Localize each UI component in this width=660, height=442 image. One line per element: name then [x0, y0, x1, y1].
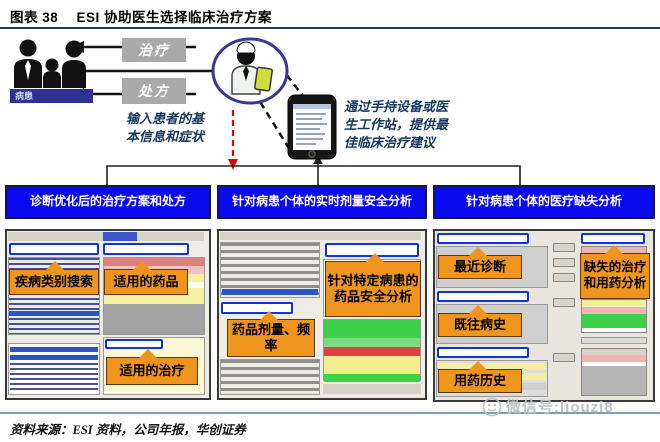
panel-treatment-plan: 诊断优化后的治疗方案和处方	[5, 185, 211, 400]
drug-order-table	[220, 242, 320, 298]
panel1-header: 诊断优化后的治疗方案和处方	[5, 185, 211, 219]
callout-medication-history: 用药历史	[438, 361, 522, 393]
wechat-icon	[482, 397, 502, 416]
dose-field	[221, 302, 293, 314]
recent-dx-header	[437, 233, 529, 244]
allergy-box	[581, 348, 647, 396]
drug-table-header	[103, 243, 189, 255]
dose-grid	[220, 359, 320, 395]
panel3-screenshot: 最近诊断 既往病史 用药历史	[433, 229, 655, 402]
action-buttons	[553, 243, 577, 393]
footer-divider	[0, 412, 660, 414]
source-note: 资料来源：ESI 资料，公司年报，华创证券	[10, 423, 246, 437]
callout-recent-diagnosis: 最近诊断	[438, 247, 522, 279]
safety-result-table	[323, 319, 421, 382]
selected-disease-row	[9, 311, 99, 316]
figure-title: ESI 协助医生选择临床治疗方案	[76, 10, 273, 25]
smartphone-icon	[287, 94, 337, 160]
gap-rows-mid	[581, 299, 647, 333]
callout-applicable-therapy: 适用的治疗	[106, 349, 198, 385]
title-divider	[0, 27, 660, 29]
patient-label: 病患	[15, 90, 33, 101]
tab-bar	[220, 232, 330, 240]
filter-strip	[581, 337, 647, 344]
title-strip	[323, 232, 421, 240]
disease-search-field	[9, 243, 99, 255]
treatment-arrow-label: 治疗	[122, 38, 186, 62]
figure-label: 图表 38	[10, 10, 59, 25]
callout-past-history: 既往病史	[438, 305, 522, 337]
callout-missing-treatment: 缺失的治疗和用药分析	[580, 245, 650, 299]
callout-disease-search: 疾病类别搜索	[9, 261, 99, 295]
panel2-screenshot: 药品剂量、频率 针对特定病患的药品安全分析	[217, 229, 427, 400]
therapy-tab-highlight	[105, 339, 163, 349]
figure-caption: 图表 38 ESI 协助医生选择临床治疗方案	[10, 6, 272, 26]
panel3-header: 针对病患个体的医疗缺失分析	[433, 185, 655, 219]
input-note: 输入患者的基 本信息和症状	[126, 111, 205, 145]
selected-drug-row	[222, 289, 318, 295]
panel2-header: 针对病患个体的实时剂量安全分析	[217, 185, 427, 219]
device-note: 通过手持设备或医 生工作站，提供最 佳临床治疗建议	[344, 99, 449, 151]
prescription-arrow-label: 处方	[122, 78, 186, 104]
button-row	[323, 384, 421, 394]
wechat-watermark: 微信号:liouzi8	[482, 396, 614, 417]
history-header	[437, 291, 529, 302]
med-history-header	[437, 347, 529, 358]
panel-dose-safety: 针对病患个体的实时剂量安全分析 药品剂量、频率 针对特定病患的药品安全分析	[217, 185, 427, 400]
callout-patient-safety: 针对特定病患的药品安全分析	[325, 253, 421, 317]
callout-dose-frequency: 药品剂量、频率	[227, 311, 315, 357]
watermark-text: 微信号:liouzi8	[506, 399, 614, 416]
callout-applicable-drugs: 适用的药品	[104, 261, 188, 295]
gap-header	[581, 233, 645, 244]
doctor-icon	[211, 37, 289, 105]
class-list	[8, 343, 100, 395]
active-tab	[103, 232, 137, 241]
panel1-screenshot: 疾病类别搜索 适用的药品 适用的治疗	[5, 229, 211, 400]
panel-gap-analysis: 针对病患个体的医疗缺失分析 最近诊断 既往病史 用药历史	[433, 185, 655, 402]
patient-family-icon: 病患	[10, 39, 93, 103]
